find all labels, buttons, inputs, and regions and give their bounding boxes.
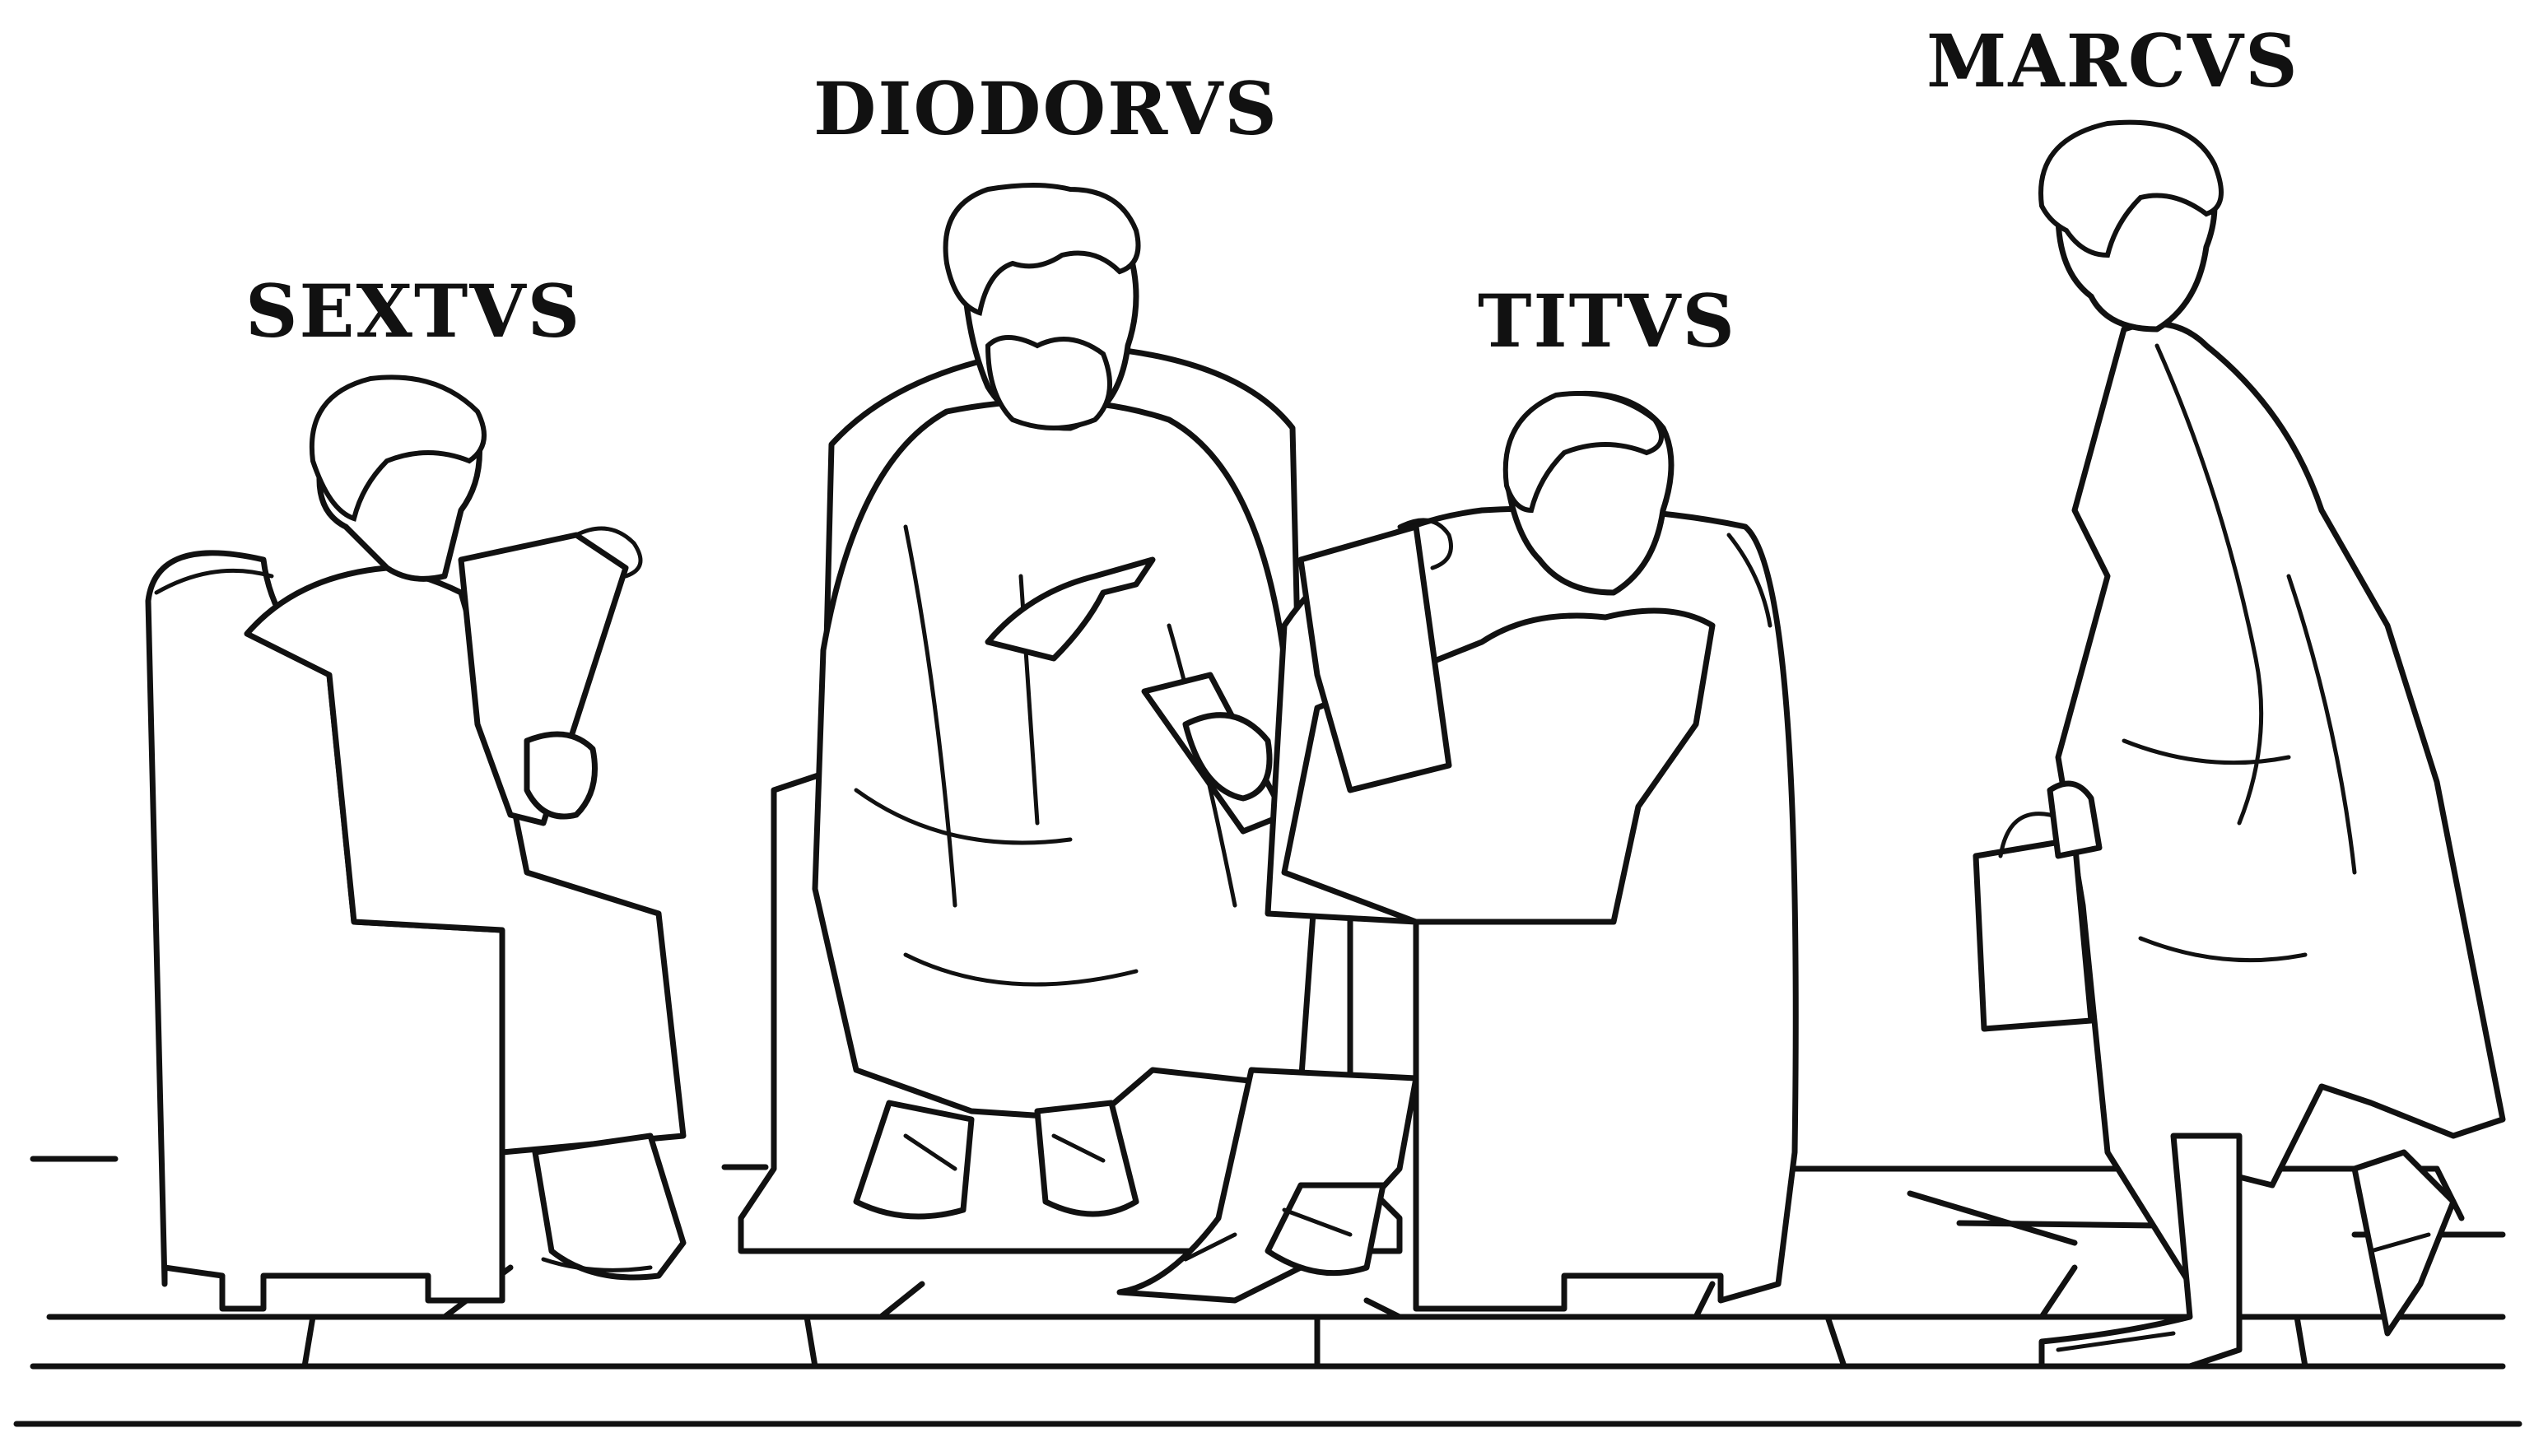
marcus-figure bbox=[1973, 119, 2506, 1370]
label-diodorus: DIODORVS bbox=[813, 66, 1279, 151]
label-sextus: SEXTVS bbox=[245, 268, 582, 354]
label-titus: TITVS bbox=[1478, 278, 1736, 364]
label-marcus: MARCVS bbox=[1926, 18, 2299, 104]
titus-figure bbox=[1116, 390, 1799, 1312]
sextus-figure bbox=[145, 374, 687, 1312]
diodorus-figure bbox=[738, 183, 1403, 1254]
